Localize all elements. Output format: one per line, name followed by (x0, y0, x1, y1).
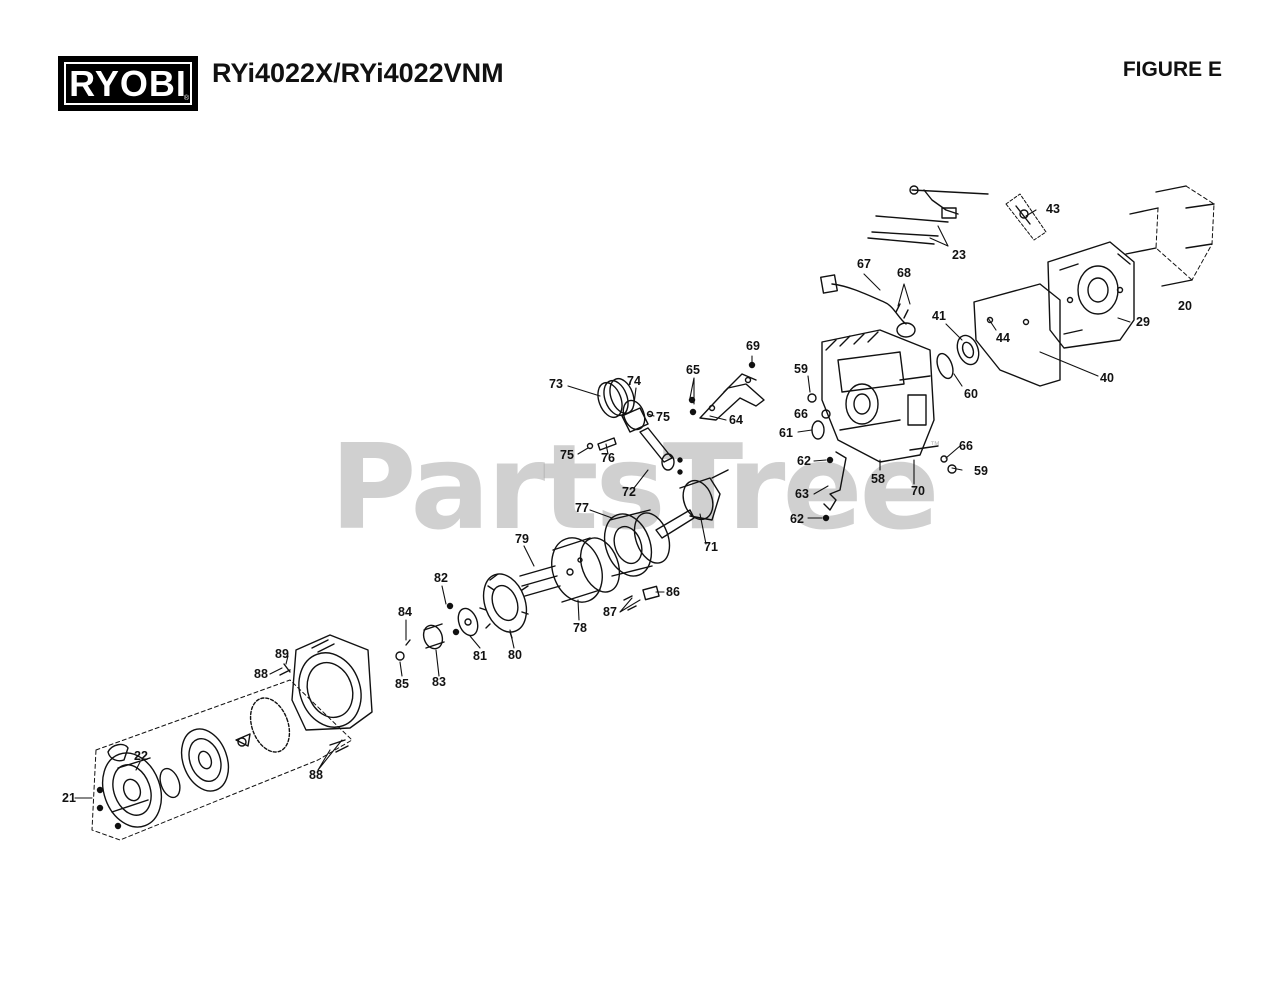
callout-65: 65 (686, 363, 700, 377)
callout-58: 58 (871, 472, 885, 486)
callout-21: 21 (62, 791, 76, 805)
sensor-43-group (1005, 193, 1047, 241)
leader-lines (74, 209, 1131, 799)
callout-20: 20 (1178, 299, 1192, 313)
callout-77: 77 (575, 501, 589, 515)
callout-73: 73 (549, 377, 563, 391)
crank-piston-group (586, 377, 729, 539)
callout-75-right: 75 (656, 410, 670, 424)
callout-87: 87 (603, 605, 617, 619)
callout-88-lower: 88 (309, 768, 323, 782)
callout-83: 83 (432, 675, 446, 689)
callout-70: 70 (911, 484, 925, 498)
crankcase-cover-group (1047, 241, 1135, 349)
callout-63: 63 (795, 487, 809, 501)
callout-80: 80 (508, 648, 522, 662)
recoil-starter-group (91, 634, 373, 841)
brand-name: RYOBI (69, 62, 187, 104)
bolt-group (1125, 185, 1215, 287)
callout-59-upper: 59 (794, 362, 808, 376)
callout-23: 23 (952, 248, 966, 262)
callout-40: 40 (1100, 371, 1114, 385)
bearing-group (936, 334, 980, 380)
callout-75-left: 75 (560, 448, 574, 462)
callout-64: 64 (729, 413, 743, 427)
callout-81: 81 (473, 649, 487, 663)
watermark-trademark: ™ (930, 440, 940, 451)
flywheel-group (395, 509, 671, 661)
figure-label: FIGURE E (1122, 58, 1222, 81)
harness-group (820, 274, 916, 338)
callout-62-lower: 62 (790, 512, 804, 526)
callout-84: 84 (398, 605, 412, 619)
callout-60: 60 (964, 387, 978, 401)
callout-88-upper: 88 (254, 667, 268, 681)
callout-74: 74 (627, 374, 641, 388)
callout-67: 67 (857, 257, 871, 271)
callout-41: 41 (932, 309, 946, 323)
callout-59-lower: 59 (974, 464, 988, 478)
callout-69: 69 (746, 339, 760, 353)
crankcase-group (807, 329, 957, 522)
callout-82: 82 (434, 571, 448, 585)
callout-85: 85 (395, 677, 409, 691)
callout-68: 68 (897, 266, 911, 280)
callout-72: 72 (622, 485, 636, 499)
callout-89: 89 (275, 647, 289, 661)
callout-66-upper: 66 (794, 407, 808, 421)
callout-78: 78 (573, 621, 587, 635)
callout-71: 71 (704, 540, 718, 554)
callout-44: 44 (996, 331, 1010, 345)
model-number: RYi4022X/RYi4022VNM (212, 58, 504, 88)
callout-76: 76 (601, 451, 615, 465)
callout-43: 43 (1046, 202, 1060, 216)
callout-22: 22 (134, 749, 148, 763)
cable-23-group (867, 185, 989, 245)
callout-61: 61 (779, 426, 793, 440)
bracket-group (688, 361, 765, 421)
registered-mark-icon: ® (183, 95, 189, 102)
callout-62-upper: 62 (797, 454, 811, 468)
callout-66-lower: 66 (959, 439, 973, 453)
gasket-40 (973, 283, 1061, 387)
page-header: RYOBI ® RYi4022X/RYi4022VNM FIGURE E (0, 0, 1280, 130)
ryobi-logo: RYOBI ® (58, 56, 198, 111)
callout-29: 29 (1136, 315, 1150, 329)
callout-86: 86 (666, 585, 680, 599)
callout-79: 79 (515, 532, 529, 546)
